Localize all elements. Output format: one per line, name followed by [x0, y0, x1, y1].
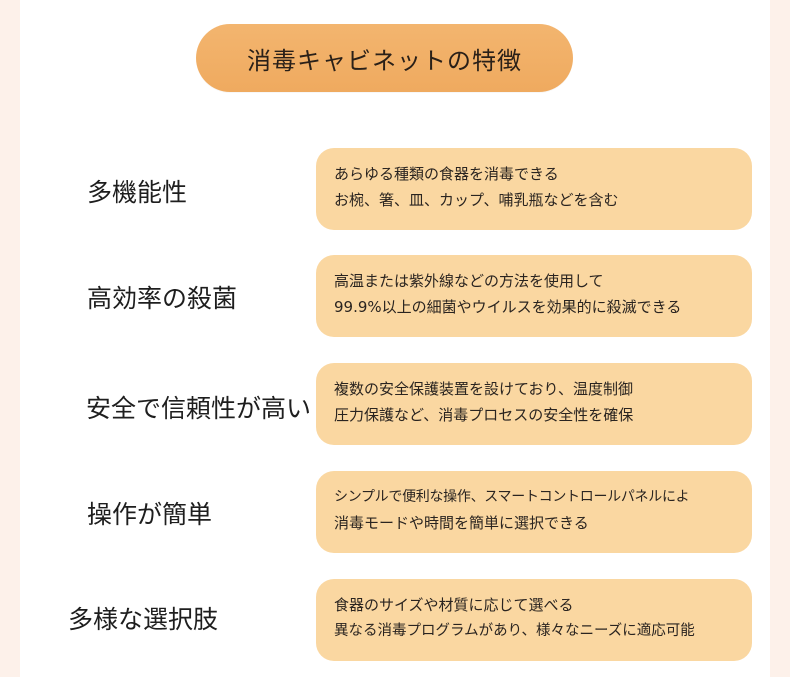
feature-label-multifunction: 多機能性 [87, 178, 188, 207]
feature-box-safety: 複数の安全保護装置を設けており、温度制御 圧力保護など、消毒プロセスの安全性を確… [316, 363, 752, 445]
title-banner: 消毒キャビネットの特徴 [196, 24, 573, 92]
feature-line: 99.9%以上の細菌やウイルスを効果的に殺滅できる [334, 298, 682, 316]
feature-line: 食器のサイズや材質に応じて選べる [334, 596, 574, 614]
feature-line: シンプルで便利な操作、スマートコントロールパネルによ [334, 489, 690, 505]
feature-line: 異なる消毒プログラムがあり、様々なニーズに適応可能 [334, 623, 695, 639]
feature-box-easy-operation: シンプルで便利な操作、スマートコントロールパネルによ 消毒モードや時間を簡単に選… [316, 471, 752, 553]
feature-line: 高温または紫外線などの方法を使用して [334, 272, 604, 290]
feature-label-sterilization: 高効率の殺菌 [87, 284, 238, 313]
content-panel [20, 0, 770, 677]
feature-box-multifunction: あらゆる種類の食器を消毒できる お椀、箸、皿、カップ、哺乳瓶などを含む [316, 148, 752, 230]
feature-box-sterilization: 高温または紫外線などの方法を使用して 99.9%以上の細菌やウイルスを効果的に殺… [316, 255, 752, 337]
feature-label-safety: 安全で信頼性が高い [86, 394, 312, 423]
feature-line: あらゆる種類の食器を消毒できる [334, 165, 559, 183]
feature-line: 圧力保護など、消毒プロセスの安全性を確保 [334, 406, 634, 424]
feature-line: 複数の安全保護装置を設けており、温度制御 [334, 380, 633, 398]
feature-line: お椀、箸、皿、カップ、哺乳瓶などを含む [334, 191, 619, 209]
feature-label-easy-operation: 操作が簡単 [87, 500, 213, 529]
feature-line: 消毒モードや時間を簡単に選択できる [334, 514, 589, 532]
page-title: 消毒キャビネットの特徴 [247, 46, 522, 75]
feature-label-variety: 多様な選択肢 [68, 605, 219, 634]
feature-box-variety: 食器のサイズや材質に応じて選べる 異なる消毒プログラムがあり、様々なニーズに適応… [316, 579, 752, 661]
